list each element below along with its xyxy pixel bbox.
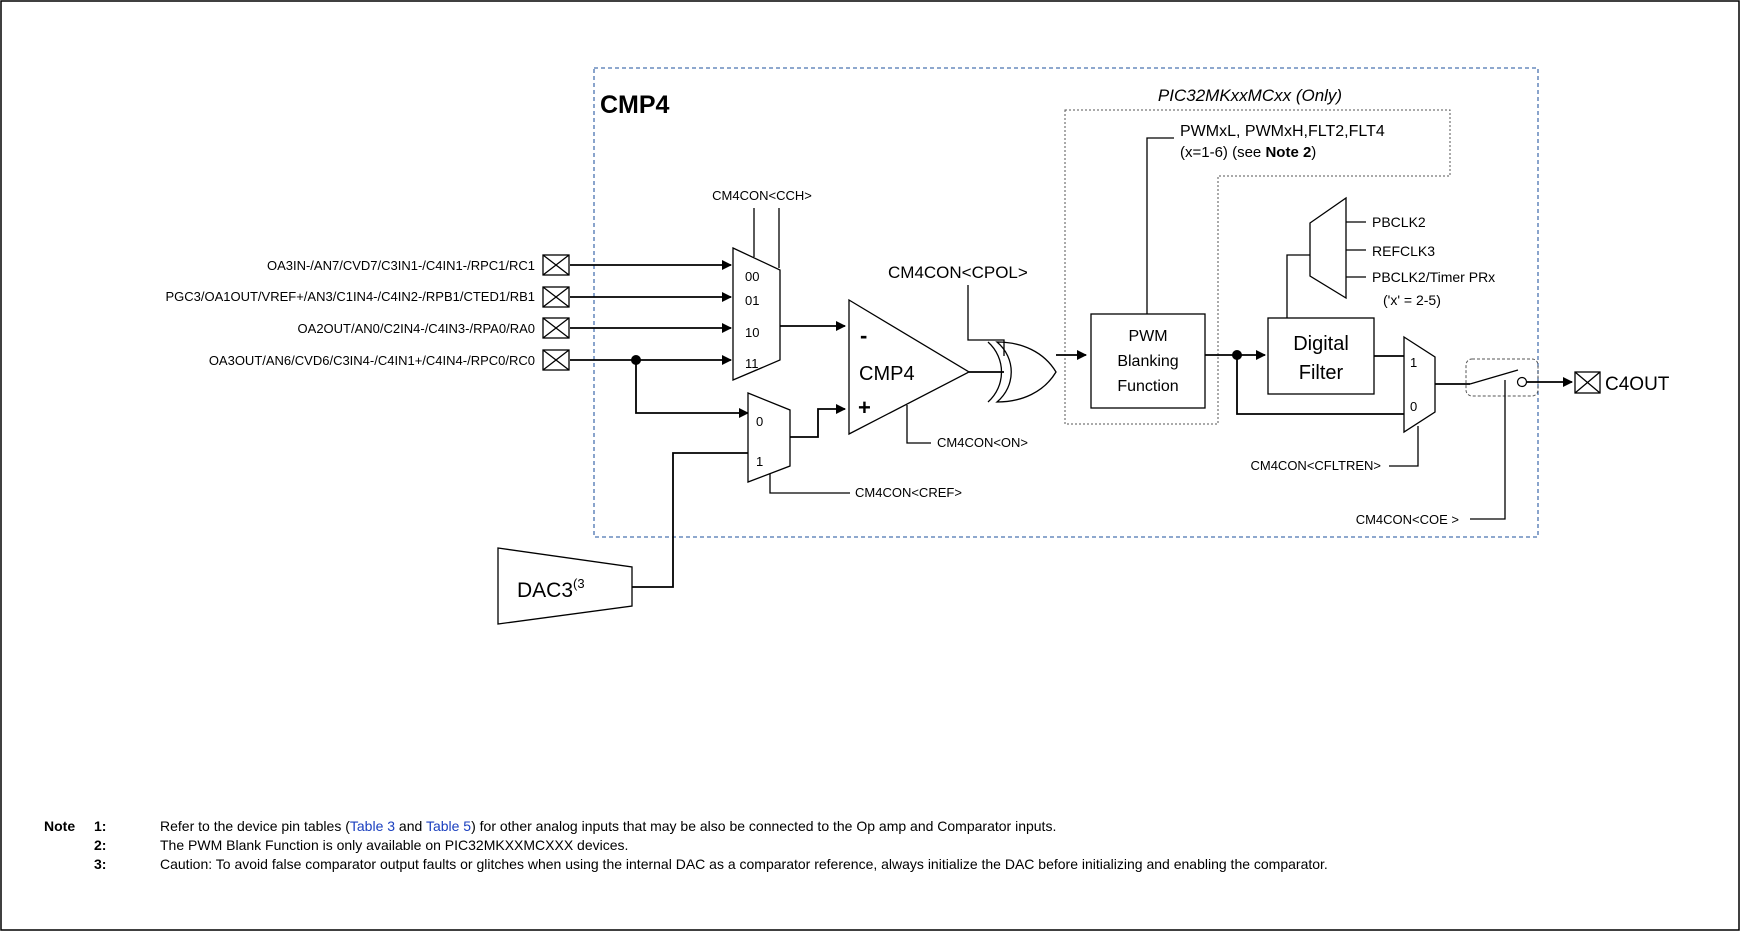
note-text: The PWM Blank Function is only available…	[160, 837, 629, 853]
cfltren-select-label: CM4CON<CFLTREN>	[1250, 458, 1381, 473]
pin-box-4	[542, 349, 570, 371]
clock-source-note: ('x' = 2-5)	[1383, 292, 1441, 308]
wire-dac-to-refmux	[632, 452, 748, 588]
pin-box-3	[542, 317, 570, 339]
out-mux-code-1: 1	[1410, 355, 1417, 370]
clock-mux	[1309, 196, 1347, 300]
note-text: Refer to the device pin tables (Table 3 …	[160, 818, 1056, 834]
output-switch-contact	[1516, 376, 1528, 388]
mux-code-00: 00	[745, 269, 759, 284]
ref-mux-code-0: 0	[756, 414, 763, 429]
cref-select-label: CM4CON<CREF>	[855, 485, 962, 500]
clock-source-2: REFCLK3	[1372, 243, 1435, 259]
note-text-part: and	[395, 818, 426, 834]
on-select-label: CM4CON<ON>	[937, 435, 1028, 450]
output-mux	[1403, 335, 1436, 434]
pin-box-2	[542, 286, 570, 308]
comparator-label: CMP4	[859, 363, 915, 385]
output-pin-label: C4OUT	[1605, 374, 1670, 395]
cfltren-select-line	[1389, 426, 1419, 467]
digital-filter-line2: Filter	[1299, 362, 1344, 384]
input-label-1: OA3IN-/AN7/CVD7/C3IN1-/C4IN1-/RPC1/RC1	[267, 258, 535, 273]
table-5-link[interactable]: Table 5	[425, 818, 472, 834]
pwm-block-line1: PWM	[1128, 328, 1167, 345]
cch-select-label: CM4CON<CCH>	[712, 188, 812, 203]
block-title: CMP4	[600, 91, 670, 119]
dac-block	[497, 547, 633, 625]
clock-source-1: PBCLK2	[1372, 214, 1426, 230]
wire-refmux-to-plus	[790, 404, 846, 438]
junction-dot	[631, 355, 641, 365]
coe-select-label: CM4CON<COE >	[1356, 512, 1459, 527]
table-3-link[interactable]: Table 3	[349, 818, 396, 834]
pwm-region-boundary	[1064, 109, 1451, 425]
note-text-part: ) for other analog inputs that may be al…	[471, 818, 1057, 834]
input-label-4: OA3OUT/AN6/CVD6/C3IN4-/C4IN1+/C4IN4-/RPC…	[209, 353, 535, 368]
note-number: 1:	[94, 818, 107, 834]
ref-mux-code-1: 1	[756, 454, 763, 469]
wire-input-4-branch	[635, 360, 749, 418]
reference-mux	[747, 392, 791, 483]
pwm-block-line2: Blanking	[1117, 353, 1178, 370]
note-number: 2:	[94, 837, 107, 853]
on-select-line	[906, 405, 931, 444]
cmp4-boundary	[593, 67, 1539, 538]
family-label: PIC32MKxxMCxx (Only)	[1158, 86, 1342, 105]
mux-code-01: 01	[745, 293, 759, 308]
out-mux-code-0: 0	[1410, 399, 1417, 414]
input-label-3: OA2OUT/AN0/C2IN4-/C4IN3-/RPA0/RA0	[298, 321, 535, 336]
mux-code-11: 11	[745, 356, 759, 371]
pwm-sources-line1: PWMxL, PWMxH,FLT2,FLT4	[1180, 123, 1385, 140]
wire-clock-to-filter	[1286, 254, 1310, 318]
cref-select-line	[769, 474, 850, 494]
dac-label: DAC3(3	[517, 576, 585, 602]
mux-code-10: 10	[745, 325, 759, 340]
comparator-minus: -	[860, 323, 867, 348]
comparator-plus: +	[858, 395, 871, 420]
cpol-select-label: CM4CON<CPOL>	[888, 263, 1028, 282]
note-heading: Note	[44, 818, 76, 834]
note-text-part: Refer to the device pin tables (	[160, 818, 350, 834]
output-pin-box	[1574, 371, 1601, 394]
digital-filter-block	[1267, 317, 1375, 395]
note-number: 3:	[94, 856, 107, 872]
input-mux	[732, 246, 781, 381]
comparator	[848, 298, 971, 436]
note-text: Caution: To avoid false comparator outpu…	[160, 856, 1328, 872]
pin-box-1	[542, 254, 570, 276]
coe-select-line	[1470, 380, 1506, 520]
digital-filter-line1: Digital	[1293, 333, 1349, 355]
output-switch-box	[1465, 358, 1539, 397]
pwm-block-line3: Function	[1117, 378, 1178, 395]
wire-pwm-sources	[1146, 137, 1174, 314]
cpol-select-line	[967, 285, 1005, 356]
xor-gate	[995, 341, 1057, 403]
pwm-blanking-block	[1090, 313, 1206, 409]
wire-filter-bypass	[1236, 355, 1404, 415]
output-switch-blade	[1469, 369, 1519, 385]
pwm-sources-line2: (x=1-6) (see Note 2)	[1180, 144, 1316, 161]
clock-source-3: PBCLK2/Timer PRx	[1372, 269, 1495, 285]
input-label-2: PGC3/OA1OUT/VREF+/AN3/C1IN4-/C4IN2-/RPB1…	[165, 289, 535, 304]
